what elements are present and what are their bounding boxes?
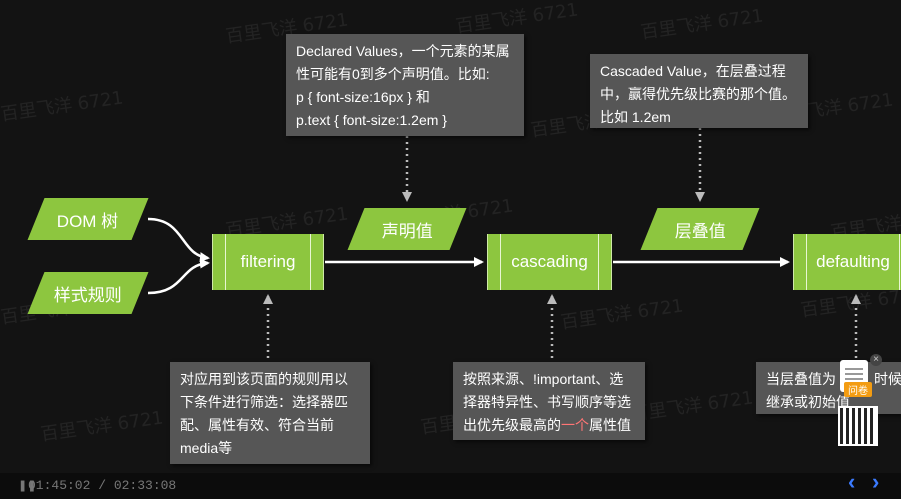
node-dom-tree: DOM 树 (27, 198, 149, 240)
note-line: 择器特异性、书写顺序等选 (463, 394, 631, 410)
note-text: 时候 (874, 371, 901, 387)
chevron-right-icon[interactable]: › (872, 469, 880, 494)
note-line: 继承或初始值 (766, 394, 850, 410)
node-filtering-label: filtering (240, 252, 296, 271)
node-cascaded-value-label: 层叠值 (674, 221, 726, 241)
note-line: 比如 1.2em (600, 109, 671, 125)
chevron-left-icon[interactable]: ‹ (848, 469, 856, 494)
note-line: Cascaded Value，在层叠过程 (600, 63, 786, 79)
note-line: media等 (180, 440, 233, 456)
pause-icon[interactable]: ❚❚ (18, 480, 37, 492)
node-style-rules: 样式规则 (27, 272, 149, 314)
node-dom-tree-label: DOM 树 (57, 211, 119, 231)
node-declared-values-label: 声明值 (381, 221, 433, 241)
note-line: 配、属性有效、符合当前 (180, 417, 334, 433)
node-defaulting: defaulting (793, 234, 901, 290)
node-filtering: filtering (212, 234, 324, 290)
note-line: 对应用到该页面的规则用以 (180, 371, 348, 387)
note-text: 属性值 (589, 417, 631, 433)
note-line: p.text { font-size:1.2em } (296, 112, 447, 128)
note-line: Declared Values，一个元素的某属 (296, 43, 510, 59)
note-text: 当层叠值为 (766, 371, 836, 387)
qr-code-icon (838, 406, 878, 446)
note-cascading: 按照来源、!important、选 择器特异性、书写顺序等选 出优先级最高的一个… (453, 362, 645, 440)
node-cascading: cascading (487, 234, 612, 290)
note-filtering: 对应用到该页面的规则用以 下条件进行筛选：选择器匹 配、属性有效、符合当前 me… (170, 362, 370, 464)
note-line: 下条件进行筛选：选择器匹 (180, 394, 348, 410)
survey-widget[interactable]: × 问卷 (832, 354, 882, 454)
note-line: 当层叠值为 时候 (766, 368, 901, 391)
note-line: 按照来源、!important、选 (463, 371, 624, 387)
player-bar (0, 473, 901, 499)
edge-rules-to-filtering (147, 258, 210, 295)
node-style-rules-label: 样式规则 (54, 285, 122, 305)
node-declared-values: 声明值 (347, 208, 467, 250)
survey-badge[interactable]: 问卷 (844, 382, 872, 397)
note-defaulting: 当层叠值为 时候 继承或初始值 (756, 362, 901, 414)
node-defaulting-label: defaulting (816, 252, 890, 271)
note-line: 中，赢得优先级比赛的那个值。 (600, 86, 796, 102)
node-cascaded-value: 层叠值 (640, 208, 760, 250)
node-cascading-label: cascading (511, 252, 588, 271)
note-text: 出优先级最高的 (463, 417, 561, 433)
note-declared-values: Declared Values，一个元素的某属 性可能有0到多个声明值。比如: … (286, 34, 524, 136)
playback-time: 01:45:02 / 02:33:08 (28, 478, 177, 493)
note-cascaded-value: Cascaded Value，在层叠过程 中，赢得优先级比赛的那个值。 比如 1… (590, 54, 808, 128)
note-line: p { font-size:16px } 和 (296, 89, 430, 105)
close-icon[interactable]: × (870, 354, 882, 366)
note-line: 性可能有0到多个声明值。比如: (296, 66, 490, 82)
edge-dom-to-filtering (147, 217, 210, 263)
note-highlight: 一个 (561, 417, 589, 433)
note-line: 出优先级最高的一个属性值 (463, 414, 635, 437)
